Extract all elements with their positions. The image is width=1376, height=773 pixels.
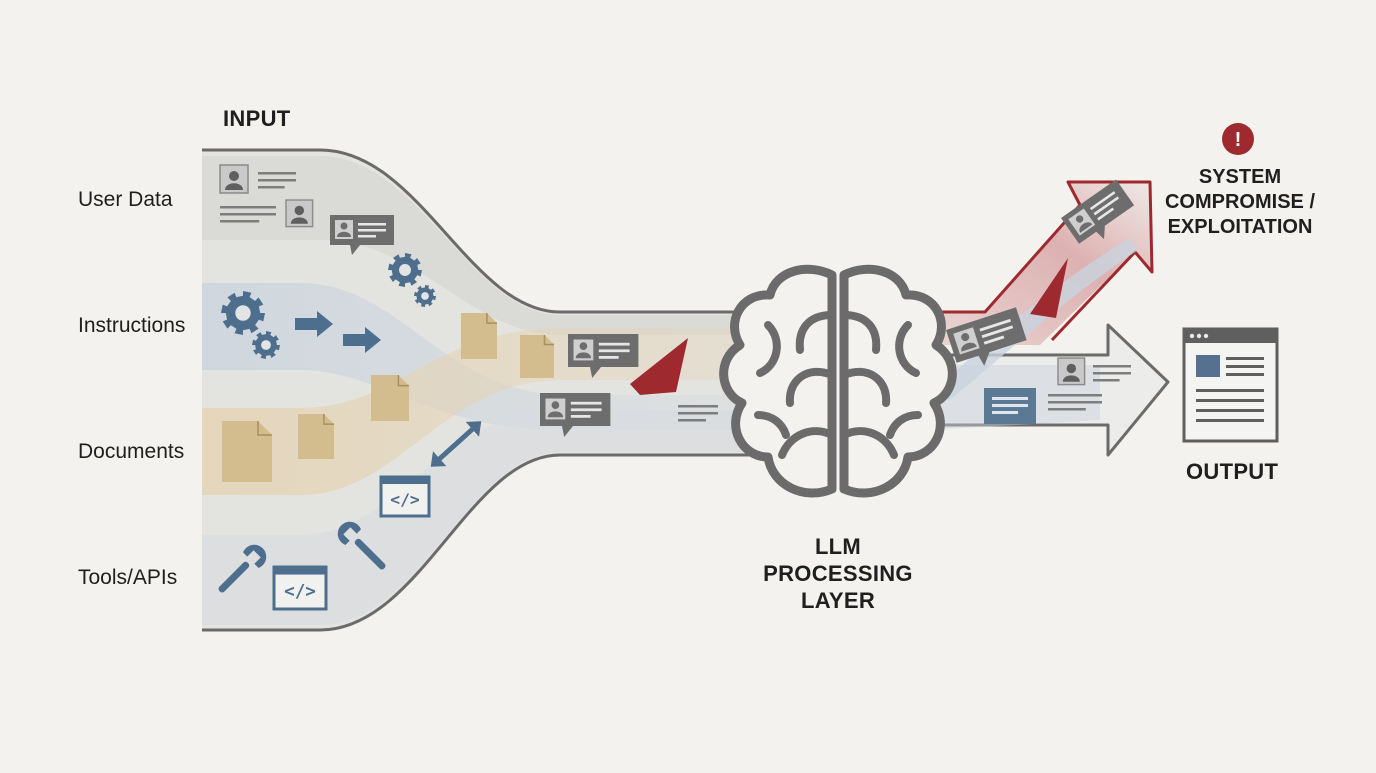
row-label-instructions: Instructions <box>78 314 186 337</box>
stream-tools-apis <box>202 410 765 625</box>
text-lines-icon <box>258 172 296 189</box>
text-lines-icon <box>1093 365 1131 382</box>
funnel-outline-bottom <box>202 453 765 632</box>
output-heading: OUTPUT <box>1186 459 1279 484</box>
arrow-right-icon <box>295 311 333 337</box>
compromise-label-line-1: SYSTEM <box>1198 166 1282 188</box>
gear-icon <box>252 331 280 359</box>
svg-text:</>: </> <box>284 582 316 602</box>
compromise-label-line-3: EXPLOITATION <box>1167 216 1313 238</box>
wrench-icon <box>337 521 386 570</box>
user-card-icon <box>1057 357 1086 386</box>
processing-label-line-2: PROCESSING <box>763 561 913 586</box>
processing-label-line-1: LLM <box>814 534 862 559</box>
row-label-user-data: User Data <box>78 188 173 211</box>
stream-instructions <box>202 283 765 430</box>
document-icon <box>520 335 554 378</box>
gear-icon <box>388 253 422 287</box>
compromise-label-line-2: COMPROMISE / <box>1164 191 1316 213</box>
code-window-icon: </> <box>272 565 328 611</box>
stream-documents <box>202 328 765 495</box>
user-card-icon <box>219 164 249 194</box>
chat-bubble-icon <box>946 307 1027 366</box>
code-window-icon: </> <box>379 475 431 518</box>
browser-window-icon <box>1182 327 1279 443</box>
arrow-right-icon <box>343 327 381 353</box>
text-lines-icon <box>678 405 718 422</box>
chat-bubble-icon <box>984 388 1036 424</box>
chat-bubble-icon <box>568 334 639 378</box>
document-icon <box>371 375 409 421</box>
text-lines-icon <box>1048 394 1102 411</box>
wrench-icon <box>218 544 267 593</box>
warning-shard-icon <box>1030 258 1068 318</box>
row-label-tools-apis: Tools/APIs <box>78 566 178 589</box>
processing-label-line-3: LAYER <box>800 588 876 613</box>
user-card-icon <box>285 199 314 228</box>
funnel-outline-top <box>202 148 765 314</box>
document-icon <box>461 313 497 359</box>
chat-bubble-icon <box>540 393 611 437</box>
document-icon <box>298 414 334 459</box>
brain-icon <box>719 264 957 498</box>
gear-icon <box>221 291 265 335</box>
row-label-documents: Documents <box>78 440 185 463</box>
warning-shard-icon <box>630 338 688 395</box>
stream-user-data <box>202 156 765 335</box>
gear-icon <box>414 285 436 307</box>
text-lines-icon <box>220 206 276 223</box>
chat-bubble-icon <box>330 215 394 255</box>
compromise-label: SYSTEM COMPROMISE / EXPLOITATION <box>1165 165 1315 240</box>
double-arrow-icon <box>430 421 482 467</box>
alert-icon-glyph: ! <box>1235 129 1242 151</box>
svg-text:</>: </> <box>390 490 420 509</box>
chat-bubble-icon <box>1061 179 1135 244</box>
compromise-arrow-outline <box>925 180 1154 342</box>
input-heading: INPUT <box>223 106 291 131</box>
processing-layer-label: LLM PROCESSING LAYER <box>763 533 913 614</box>
document-icon <box>222 421 272 482</box>
alert-icon: ! <box>1222 123 1254 155</box>
